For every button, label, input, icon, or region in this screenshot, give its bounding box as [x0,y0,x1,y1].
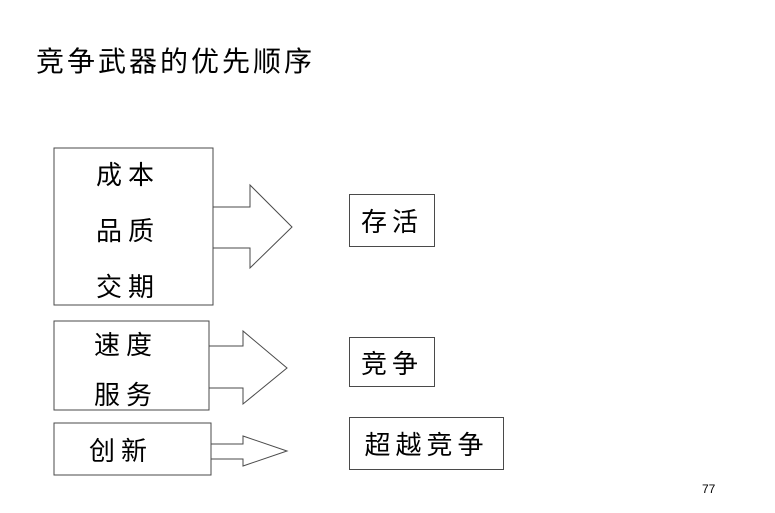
group-2-item-2: 服务 [94,381,159,411]
page-number: 77 [702,482,716,496]
result-box-beyond-competition: 超越竞争 [349,417,504,470]
group-1-box [53,147,214,306]
group-3-box [53,422,212,476]
group-1-item-3: 交期 [96,273,161,303]
group-1-arrow-icon [212,183,293,270]
slide-title: 竞争武器的优先顺序 [36,45,316,78]
group-1-item-2: 品质 [96,217,161,247]
group-1-item-1: 成本 [96,161,161,191]
result-box-compete: 竞争 [349,337,435,387]
result-box-survival: 存活 [349,194,435,247]
group-2-arrow-icon [208,329,288,406]
group-3-item-1: 创新 [89,437,154,467]
group-3-arrow-icon [210,435,289,467]
group-2-item-1: 速度 [94,331,159,361]
